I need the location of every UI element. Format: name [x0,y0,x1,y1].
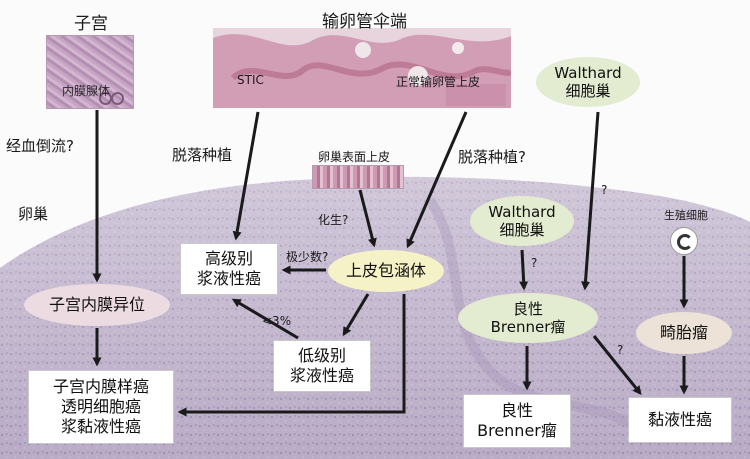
endometriosis-label: 子宫内膜异位 [48,295,145,315]
endometrioid-clear-cell-box: 子宫内膜样癌透明细胞癌浆黏液性癌 [28,370,174,444]
low-grade-line-1: 低级别 [297,346,346,365]
less-than-3pct-label: <3% [262,314,292,328]
question-mark-3: ? [617,343,624,357]
endometrial-glands-label: 内膜腺体 [62,84,111,98]
question-mark-1: ? [601,183,608,197]
uterus-label: 子宫 [74,14,108,34]
endometrioid-line-2: 透明细胞癌 [60,397,141,416]
walthard-mid-line-1: Walthard [488,203,556,221]
endometrioid-line-1: 子宫内膜样癌 [52,377,149,396]
shedding-implant-label-1: 脱落种植 [172,146,233,164]
low-grade-serous-box: 低级别浆液性癌 [273,340,371,392]
benign-brenner-box-line-2: Brenner瘤 [477,421,557,440]
normal-tube-epithelium-label: 正常输卵管上皮 [396,75,481,89]
high-grade-serous-box: 高级别浆液性癌 [180,243,278,295]
ovarian-surface-epithelium-label: 卵巢表面上皮 [318,150,391,164]
benign-brenner-oval-line-2: Brenner瘤 [490,318,566,336]
endometriosis-oval: 子宫内膜异位 [24,284,170,326]
benign-brenner-oval-line-1: 良性 [512,300,543,318]
inclusion-cyst-oval: 上皮包涵体 [328,250,444,292]
metaplasia-label: 化生? [318,213,349,227]
germ-cell-nucleus [677,234,693,250]
minority-label: 极少数? [286,250,329,264]
teratoma-label: 畸胎瘤 [659,323,708,343]
inclusion-cyst-label: 上皮包涵体 [345,261,426,281]
high-grade-line-1: 高级别 [204,249,253,268]
fimbria-label: 输卵管伞端 [322,12,407,32]
mucinous-label: 黏液性癌 [647,410,712,429]
high-grade-line-2: 浆液性癌 [196,269,261,288]
low-grade-line-2: 浆液性癌 [289,366,354,385]
stic-label: STIC [237,73,264,87]
ovary-label: 卵巢 [18,205,49,223]
ovarian-surface-epithelium-image [312,165,404,189]
mucinous-box: 黏液性癌 [628,397,732,443]
walthard-top-line-1: Walthard [554,64,622,82]
endometrioid-line-3: 浆黏液性癌 [60,417,141,436]
gland-circle-2 [111,92,124,105]
germ-cell-label: 生殖细胞 [664,209,708,222]
fimbria-tissue-image [213,28,511,108]
teratoma-oval: 畸胎瘤 [636,312,732,354]
shedding-implant-label-2: 脱落种植? [458,148,526,166]
walthard-top-line-2: 细胞巢 [565,82,611,100]
benign-brenner-box-line-1: 良性 [500,401,533,420]
question-mark-2: ? [531,256,538,270]
walthard-mid-line-2: 细胞巢 [499,221,545,239]
retrograde-menstruation-label: 经血倒流? [6,137,74,155]
